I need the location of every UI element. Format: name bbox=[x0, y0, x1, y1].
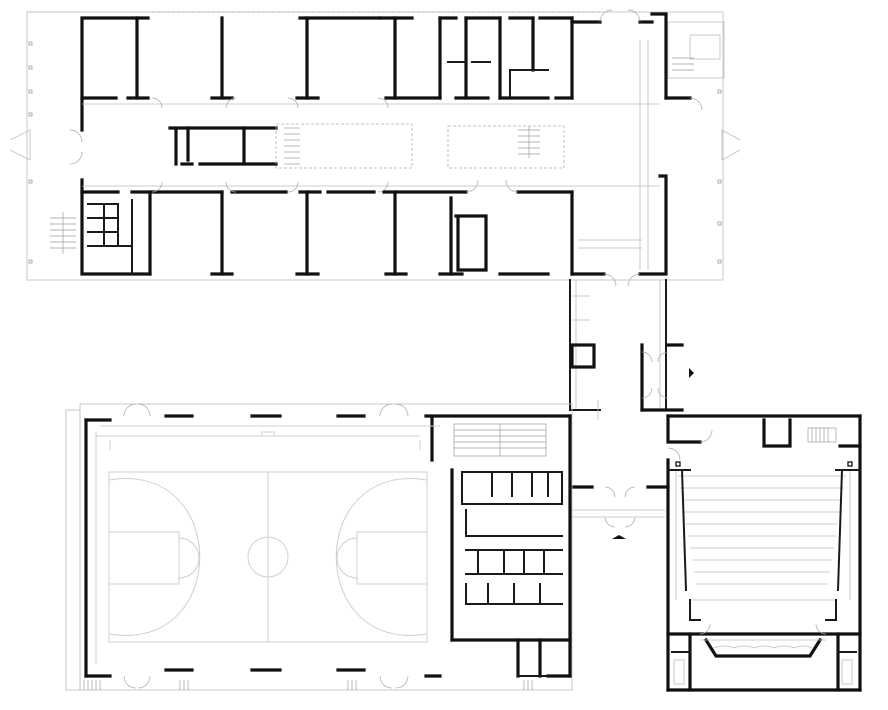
gymnasium bbox=[65, 403, 573, 691]
entrance-marker-south bbox=[612, 535, 626, 539]
north-wing-stairs bbox=[50, 57, 694, 254]
auditorium-doors bbox=[667, 429, 827, 635]
lobby-connector bbox=[569, 279, 694, 539]
entrance-marker-east bbox=[689, 368, 694, 378]
auditorium-seating bbox=[667, 468, 861, 600]
auditorium-stage bbox=[689, 599, 837, 658]
north-wing-fine-lines bbox=[82, 21, 725, 270]
gym-exit-steps bbox=[83, 680, 533, 690]
north-wing-columns bbox=[28, 41, 722, 264]
gym-doors bbox=[123, 403, 409, 689]
basketball-court bbox=[95, 425, 440, 664]
north-wing-outline-fine bbox=[9, 11, 741, 281]
north-wing-walls bbox=[80, 12, 692, 276]
gym-stairs bbox=[453, 423, 547, 457]
gym-walls bbox=[84, 414, 572, 678]
north-wing-doors bbox=[69, 9, 703, 287]
north-wing bbox=[9, 9, 741, 287]
auditorium-service-stair bbox=[807, 427, 837, 443]
auditorium bbox=[666, 414, 862, 692]
gym-locker-rooms bbox=[461, 471, 563, 605]
